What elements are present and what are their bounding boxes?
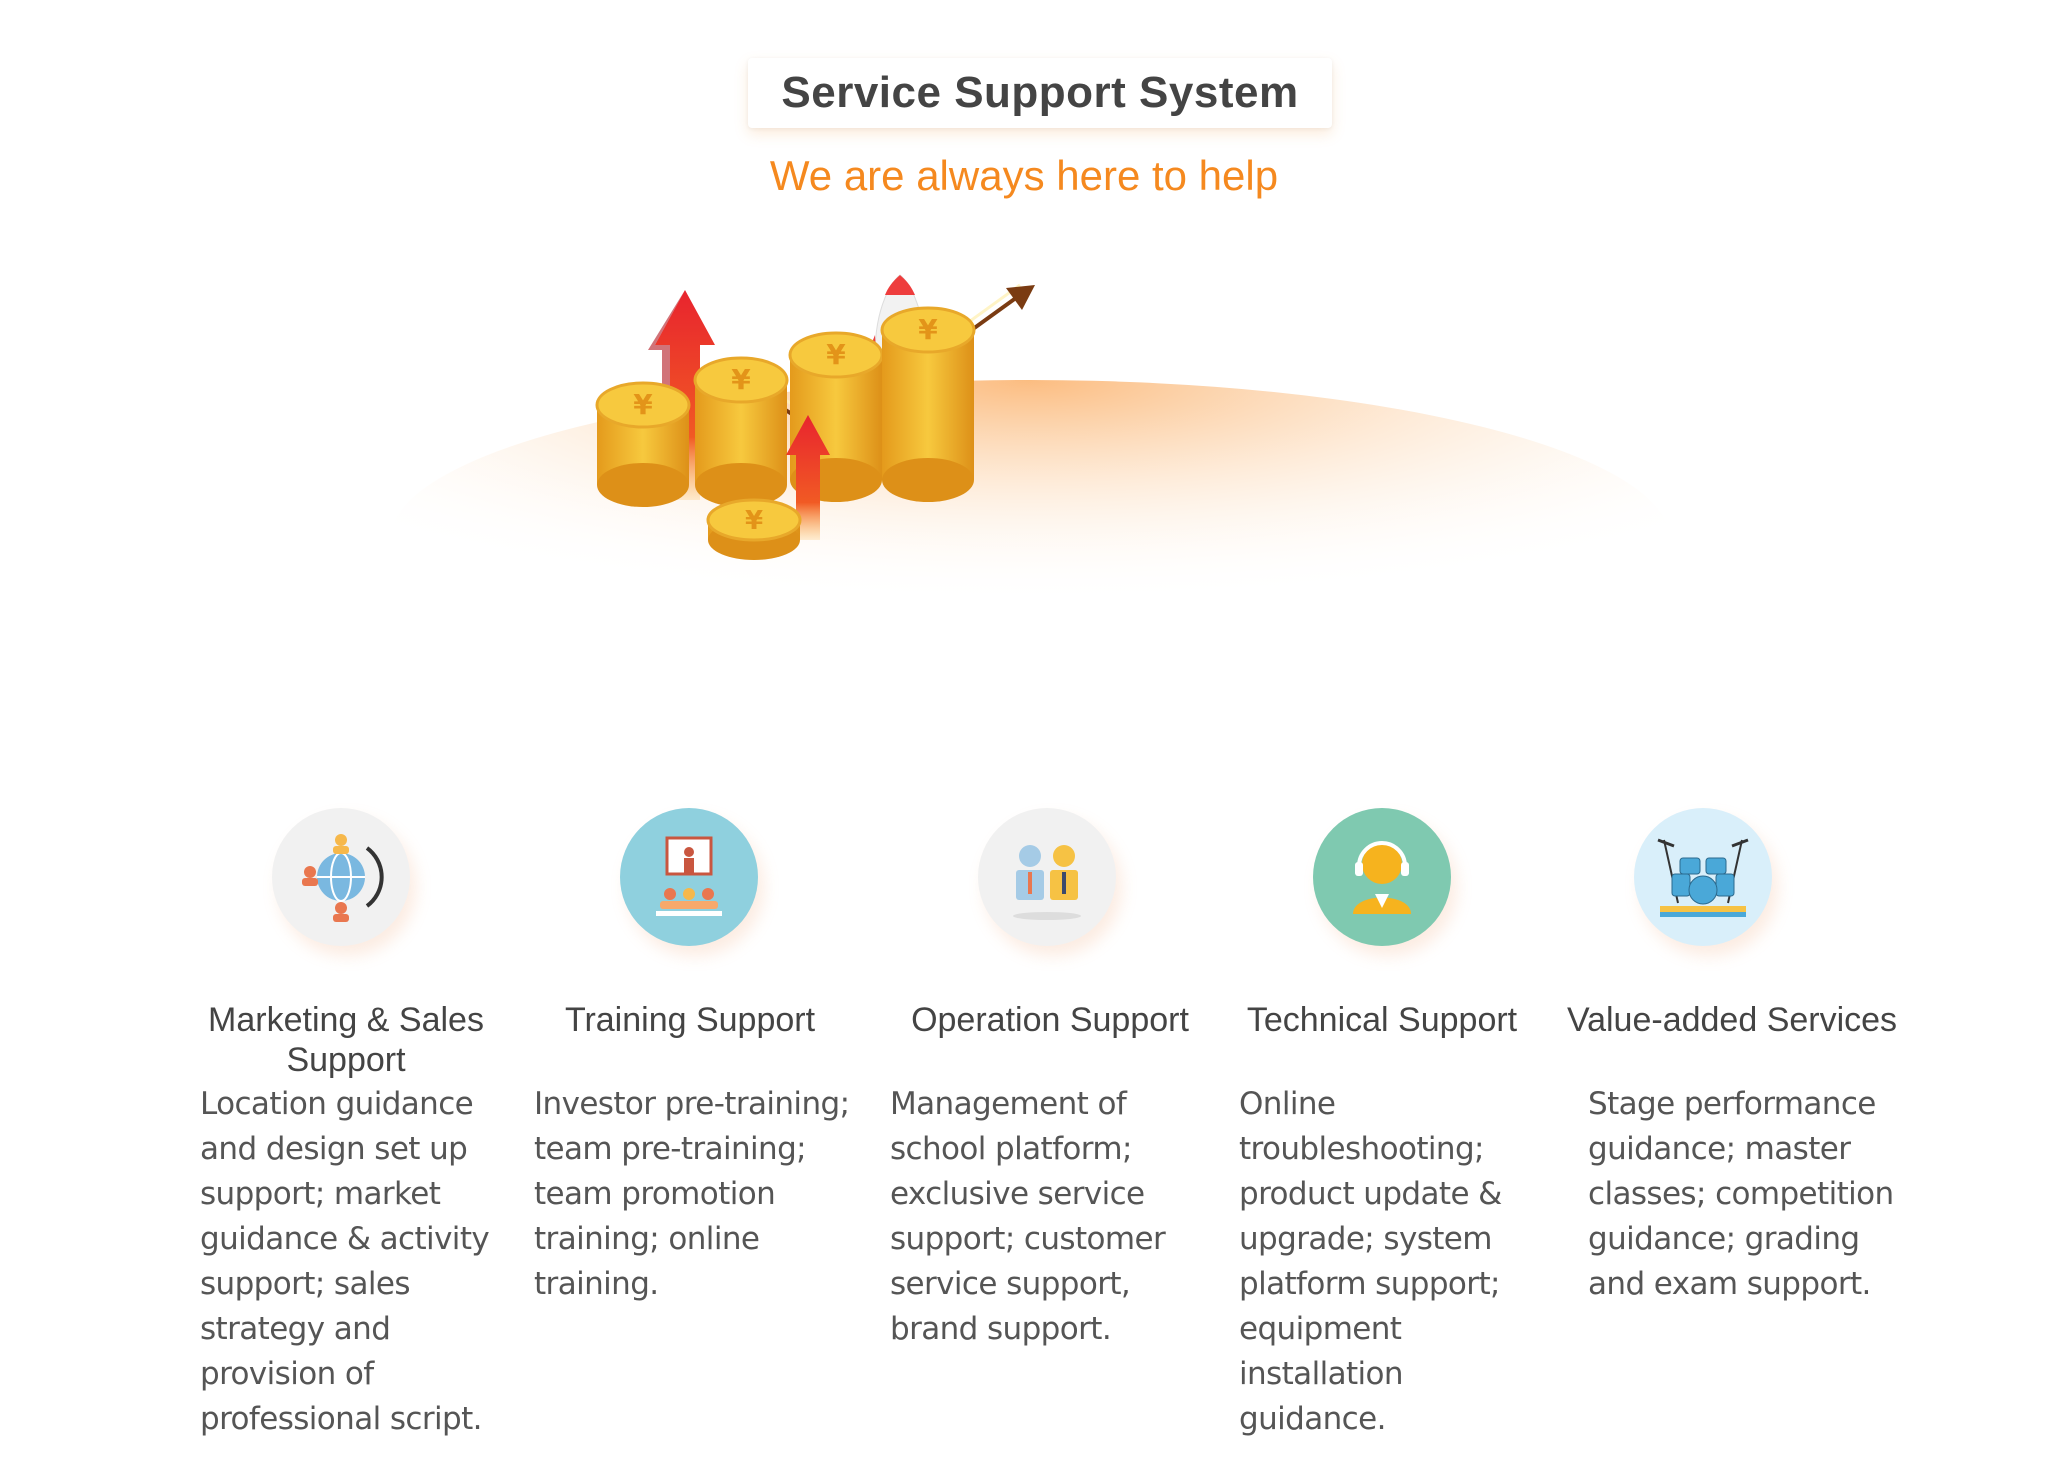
drum-kit-icon [1634,808,1772,946]
globe-people-icon [272,808,410,946]
headset-agent-icon [1313,808,1451,946]
page-subtitle: We are always here to help [769,152,1279,199]
training-title: Training Support [564,1001,816,1039]
hero-illustration: ¥ ¥ ¥ ¥ ¥ [390,274,1670,700]
single-coin: ¥ [706,498,802,560]
coin-stack-3: ¥ [788,331,884,502]
value-added-title: Value-added Services [1566,1001,1898,1039]
svg-text:¥: ¥ [633,388,653,421]
page-title: Service Support System [781,68,1299,117]
operation-title: Operation Support [911,1001,1189,1039]
growth-arrow-head [1006,285,1035,310]
operation-description: Management of school platform; exclusive… [890,1086,1166,1347]
svg-text:¥: ¥ [745,506,763,536]
svg-text:¥: ¥ [826,338,846,371]
red-up-arrow-small [786,415,830,540]
marketing-sales-description: Location guidance and design set up supp… [200,1086,490,1437]
technical-description: Online troubleshooting; product update &… [1239,1086,1502,1437]
value-added-description: Stage performance guidance; master class… [1588,1086,1894,1302]
business-partners-icon [978,808,1116,946]
marketing-sales-title: Marketing & Sales Support [208,1001,484,1079]
presentation-training-icon [620,808,758,946]
title-box: Service Support System [748,58,1332,128]
svg-text:¥: ¥ [918,313,938,346]
svg-text:¥: ¥ [731,363,751,396]
technical-title: Technical Support [1246,1001,1518,1039]
coin-stack-2: ¥ [693,356,789,507]
training-description: Investor pre-training; team pre-training… [534,1086,850,1302]
coin-stack-4: ¥ [880,306,976,502]
coin-stack-1: ¥ [595,381,691,507]
floor-glow [390,380,1670,700]
